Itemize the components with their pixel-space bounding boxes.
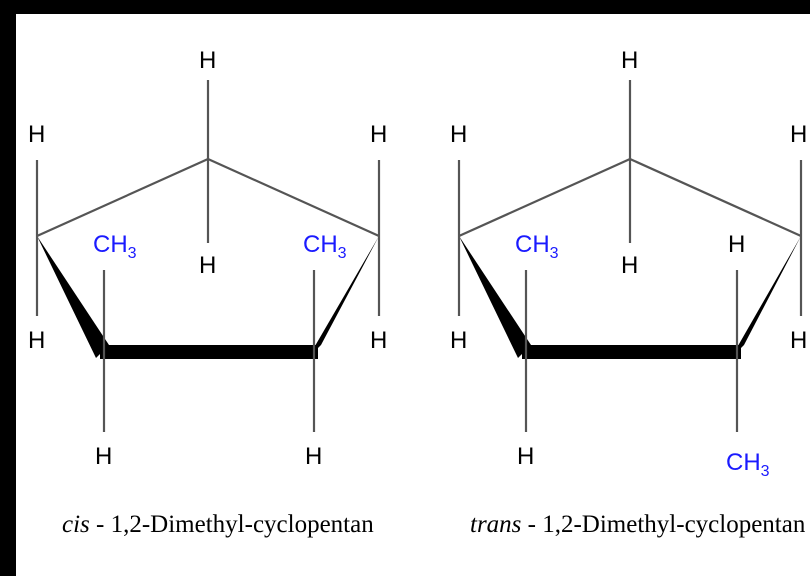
trans-caption: trans - 1,2-Dimethyl-cyclopentan — [470, 511, 806, 538]
atom-h: H — [370, 327, 387, 354]
ring-bond-top-left — [36, 157, 209, 238]
methyl-group-label: CH3 — [93, 231, 137, 262]
cis-caption: cis - 1,2-Dimethyl-cyclopentan — [62, 511, 374, 538]
atom-h: H — [199, 47, 216, 74]
atom-h: H — [370, 121, 387, 148]
atom-h: H — [450, 327, 467, 354]
cis-molecule: H H H H H H H H CH3 CH3 cis - 1,2-Dimeth… — [28, 47, 387, 538]
atom-h: H — [450, 121, 467, 148]
atom-h: H — [199, 252, 216, 279]
wedge-bond-left — [459, 236, 531, 358]
wedge-bond-right — [308, 236, 379, 358]
atom-h: H — [790, 121, 807, 148]
wedge-bond-left — [37, 236, 109, 358]
methyl-group-label: CH3 — [726, 449, 770, 480]
atom-h: H — [728, 231, 745, 258]
wedge-bond-right — [731, 236, 801, 358]
methyl-group-label: CH3 — [303, 231, 347, 262]
front-bold-bond — [522, 345, 741, 359]
ring-bond-top-right — [629, 157, 802, 238]
ring-bond-top-right — [207, 157, 380, 238]
atom-h: H — [621, 252, 638, 279]
atom-h: H — [790, 327, 807, 354]
atom-h: H — [28, 327, 45, 354]
atom-h: H — [305, 443, 322, 470]
white-background — [16, 14, 810, 576]
trans-molecule: H H H H H H H H CH3 CH3 trans - 1,2-Dime… — [450, 47, 807, 538]
atom-h: H — [517, 443, 534, 470]
ring-bond-top-left — [458, 157, 631, 238]
atom-h: H — [621, 47, 638, 74]
methyl-group-label: CH3 — [515, 231, 559, 262]
atom-h: H — [28, 121, 45, 148]
atom-h: H — [95, 443, 112, 470]
front-bold-bond — [100, 345, 318, 359]
